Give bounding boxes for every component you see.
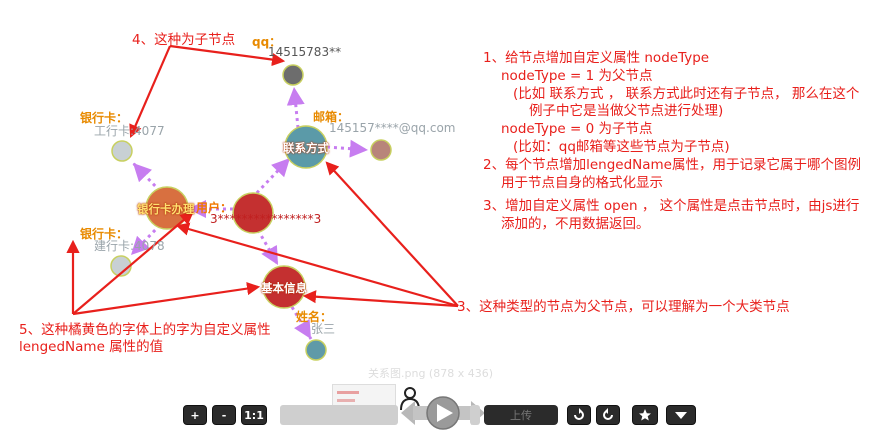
legend-label-name: 姓名： — [296, 310, 333, 324]
edge-contact-qq — [286, 86, 305, 129]
arrow4-left — [129, 45, 172, 139]
arrow3-contact — [325, 161, 459, 307]
node-label-basic: 基本信息 — [261, 281, 307, 295]
person-icon[interactable] — [399, 386, 421, 412]
star-icon[interactable] — [632, 405, 658, 425]
arrow3-bankcard — [175, 222, 459, 308]
rotate-left-icon[interactable] — [567, 405, 591, 425]
toolbar-track-right — [470, 405, 480, 425]
right-line-1: 1、给节点增加自定义属性 nodeType — [483, 50, 710, 66]
legend-label-qq: qq： — [252, 35, 282, 49]
right-line-6: (比如：qq邮箱等这些节点为子节点) — [513, 138, 730, 155]
annotation-right-block: 1、给节点增加自定义属性 nodeType nodeType = 1 为父节点 … — [483, 50, 861, 234]
node-value-mail: 145157****@qq.com — [329, 121, 456, 135]
zoom-out-button[interactable]: - — [212, 405, 236, 425]
graph-edges — [129, 86, 369, 340]
edge-contact-mail — [326, 139, 369, 158]
annotation-parent-node: 3、这种类型的节点为父节点，可以理解为一个大类节点 — [457, 299, 790, 315]
right-line-3: (比如 联系方式 ， 联系方式此时还有子节点， 那么在这个 — [513, 85, 860, 102]
node-label-contact: 联系方式 — [283, 141, 329, 155]
node-contact[interactable] — [284, 125, 328, 169]
right-line-2: nodeType = 1 为父节点 — [501, 67, 653, 84]
right-line-7: 2、每个节点增加lengedName属性，用于记录它属于哪个图例 — [483, 156, 861, 173]
node-value-name: 张三 — [311, 322, 336, 336]
node-qq[interactable] — [282, 64, 304, 86]
node-mail[interactable] — [370, 139, 392, 161]
node-bank1[interactable] — [111, 140, 133, 162]
zoom-in-button[interactable]: + — [183, 405, 207, 425]
toolbar-track-left — [280, 405, 398, 425]
legend-label-bank1: 银行卡： — [80, 111, 129, 125]
arrow3-basic — [302, 290, 459, 308]
right-line-9: 3、增加自定义属性 open ， 这个属性是点击节点时，由js进行 — [483, 198, 860, 215]
annotation-arrows — [66, 44, 459, 316]
node-name[interactable] — [305, 339, 327, 361]
node-value-user: 3****************3 — [210, 212, 322, 226]
rotate-right-icon[interactable] — [596, 405, 620, 425]
menu-down-icon[interactable] — [666, 405, 696, 425]
arrow4-right — [169, 44, 286, 67]
edge-center-basic — [256, 229, 280, 266]
right-line-4: 例子中它是当做父节点进行处理) — [529, 103, 724, 120]
annotation-legend-line1: 5、这种橘黄色的字体上的字为自定义属性 — [19, 322, 271, 338]
right-line-8: 用于节点自身的格式化显示 — [501, 174, 663, 191]
edge-bankcard-bank1 — [131, 161, 162, 193]
annotation-legend-line2: lengedName 属性的值 — [19, 339, 164, 355]
upload-button[interactable]: 上传 — [484, 405, 558, 425]
node-bankcard[interactable] — [145, 186, 189, 230]
right-line-10: 添加的，不用数据返回。 — [501, 216, 650, 233]
annotation-legend-name: 5、这种橘黄色的字体上的字为自定义属性 lengedName 属性的值 — [19, 322, 271, 356]
edge-center-contact — [250, 156, 292, 200]
legend-label-user: 用户： — [196, 201, 233, 215]
actual-size-button[interactable]: 1:1 — [241, 405, 267, 425]
annotation-child-node: 4、这种为子节点 — [132, 32, 236, 48]
arrow5-basic — [72, 282, 261, 316]
legend-label-bank2: 银行卡： — [80, 227, 129, 241]
right-line-5: nodeType = 0 为子节点 — [501, 121, 653, 138]
arrow5-user — [72, 211, 194, 315]
node-center[interactable] — [232, 192, 274, 234]
node-value-bank1: 工行卡:4077 — [94, 124, 165, 138]
file-name-caption: 关系图.png (878 x 436) — [368, 367, 494, 380]
play-icon[interactable] — [401, 395, 485, 430]
node-basic[interactable] — [262, 265, 306, 309]
node-value-qq: 14515783** — [268, 45, 342, 59]
node-label-bankcard: 银行卡办理 — [137, 202, 195, 216]
legend-label-mail: 邮箱： — [313, 110, 350, 124]
node-value-bank2: 建行卡:4078 — [94, 239, 165, 253]
